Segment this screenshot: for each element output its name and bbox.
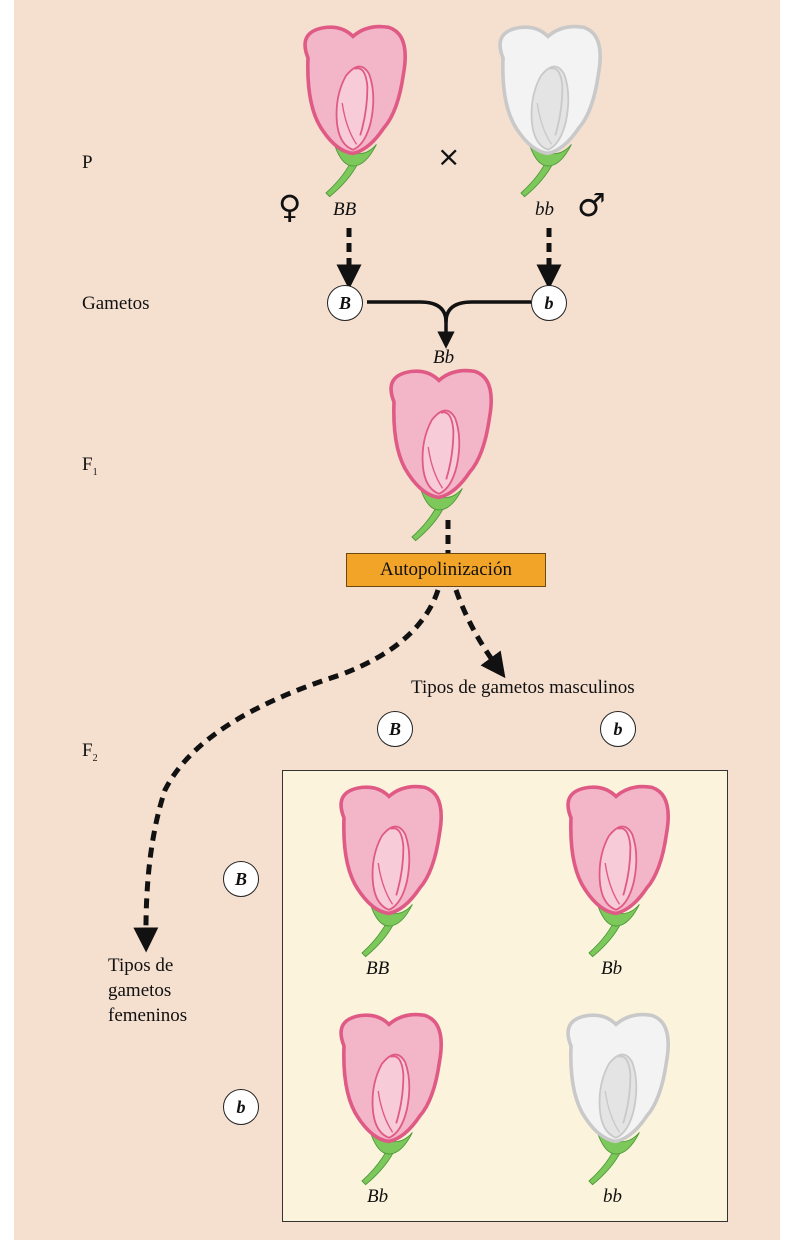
male-parent-flower	[485, 22, 611, 202]
female-gametes-label-line-3: femeninos	[108, 1003, 187, 1028]
f1-generation-label: F1	[82, 454, 98, 478]
f1-generation-subscript: 1	[93, 467, 98, 478]
punnett-flower-1-2	[553, 782, 679, 962]
cross-symbol: ×	[437, 140, 460, 173]
male-gametes-label: Tipos de gametos masculinos	[411, 677, 635, 699]
fertilization-connector	[367, 302, 531, 322]
female-gamete-allele: B	[327, 285, 363, 321]
female-allele-2: b	[223, 1089, 259, 1125]
female-parent-flower	[290, 22, 416, 202]
male-gamete-allele: b	[531, 285, 567, 321]
punnett-flower-2-1	[326, 1010, 452, 1190]
female-gametes-label: Tipos de gametos femeninos	[108, 953, 187, 1028]
male-parent-genotype: bb	[535, 199, 554, 221]
female-allele-1: B	[223, 861, 259, 897]
f1-flower	[376, 366, 502, 546]
punnett-flower-1-1	[326, 782, 452, 962]
female-gametes-label-line-2: gametos	[108, 978, 187, 1003]
male-allele-1: B	[377, 711, 413, 747]
f2-generation-label: F2	[82, 740, 98, 764]
male-allele-2: b	[600, 711, 636, 747]
gametes-label: Gametos	[82, 293, 150, 315]
p-generation-label: P	[82, 152, 93, 174]
female-parent-genotype: BB	[333, 199, 356, 221]
male-gametes-arrow	[456, 590, 498, 668]
punnett-flower-2-2	[553, 1010, 679, 1190]
autopolinizacion-box: Autopolinización	[346, 553, 546, 587]
female-gametes-label-line-1: Tipos de	[108, 953, 187, 978]
f2-generation-subscript: 2	[93, 753, 98, 764]
